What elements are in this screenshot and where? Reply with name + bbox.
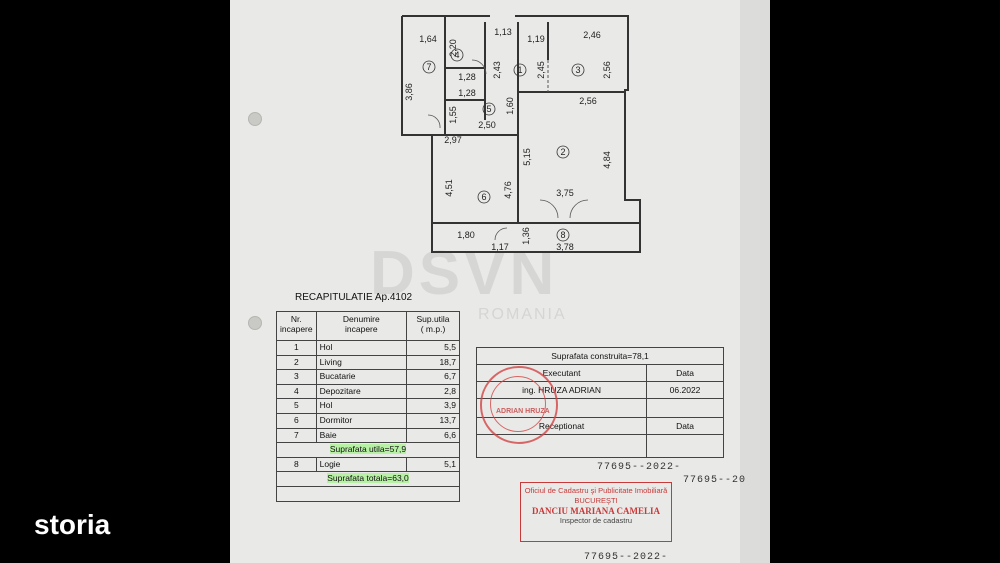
dimension-label: 4,84 xyxy=(602,151,612,169)
dimension-label: 2,43 xyxy=(492,61,502,79)
dimension-label: 1,55 xyxy=(448,106,458,124)
room-label: 1 xyxy=(517,65,522,75)
header-nr: Nr. incapere xyxy=(276,311,317,341)
dimension-label: 1,64 xyxy=(419,34,437,44)
room-label: 6 xyxy=(481,192,486,202)
row-nr: 8 xyxy=(276,456,317,473)
row-area: 3,9 xyxy=(406,398,460,414)
row-area: 5,5 xyxy=(406,340,460,356)
dimension-label: 1,19 xyxy=(527,34,545,44)
room-label: 8 xyxy=(560,230,565,240)
row-nr: 4 xyxy=(276,383,317,400)
row-nr: 2 xyxy=(276,354,317,371)
dimension-label: 4,51 xyxy=(444,179,454,197)
header-area: Sup.utila ( m.p.) xyxy=(406,311,460,341)
executant-date: 06.2022 xyxy=(646,381,724,399)
row-name: Hol xyxy=(315,398,408,414)
dimension-label: 3,78 xyxy=(556,242,574,252)
round-stamp: ADRIAN HRUZA xyxy=(480,366,558,444)
total-row: Suprafata totala=63,0 xyxy=(276,471,460,487)
row-nr: 5 xyxy=(276,398,317,414)
row-name: Hol xyxy=(315,340,408,356)
dimension-label: 1,13 xyxy=(494,27,512,37)
dimension-label: 2,46 xyxy=(583,30,601,40)
date-label: Data xyxy=(646,364,724,382)
recap-title: RECAPITULATIE Ap.4102 xyxy=(295,292,413,303)
recap-table: Nr. incapere Denumire incapere Sup.utila… xyxy=(276,311,460,502)
total-area: Suprafata totala=63,0 xyxy=(327,473,409,484)
recap-header-row: Nr. incapere Denumire incapere Sup.utila… xyxy=(276,311,460,341)
inspector-title: Inspector de cadastru xyxy=(559,516,633,525)
row-area: 13,7 xyxy=(406,412,460,429)
dimension-label: 1,80 xyxy=(457,230,475,240)
dimension-label: 5,15 xyxy=(522,148,532,166)
room-label: 4 xyxy=(454,50,459,60)
dimension-label: 3,75 xyxy=(556,188,574,198)
office-line2: BUCUREŞTI xyxy=(574,496,618,505)
row-area: 2,8 xyxy=(406,383,460,400)
row-name: Bucatarie xyxy=(315,369,408,385)
useful-total: Suprafata utila=57,9 xyxy=(329,444,407,455)
date-label-2: Data xyxy=(646,417,724,435)
room-label: 3 xyxy=(575,65,580,75)
row-nr: 3 xyxy=(276,369,317,385)
dimension-label: 1,28 xyxy=(458,72,476,82)
punch-hole xyxy=(248,316,262,330)
dimension-label: 2,56 xyxy=(579,96,597,106)
row-name: Living xyxy=(315,354,408,371)
inspector-name: DANCIU MARIANA CAMELIA xyxy=(532,506,660,516)
watermark: DSVN xyxy=(370,239,559,308)
row-nr: 7 xyxy=(276,427,317,444)
dimension-label: 1,60 xyxy=(505,97,515,115)
built-area: Suprafata construita=78,1 xyxy=(476,347,724,365)
dimension-label: 2,20 xyxy=(448,39,458,57)
room-label: 7 xyxy=(426,62,431,72)
dimension-label: 1,17 xyxy=(491,242,509,252)
dimension-label: 2,56 xyxy=(602,61,612,79)
row-area: 5,1 xyxy=(406,456,460,473)
header-name: Denumire incapere xyxy=(315,311,408,341)
room-label: 5 xyxy=(486,104,491,114)
registration-number: 77695--20 xyxy=(683,475,747,486)
row-area: 6,6 xyxy=(406,427,460,444)
dimension-label: 4,76 xyxy=(503,181,513,199)
storia-logo: storia xyxy=(34,509,111,540)
empty-row xyxy=(276,485,460,502)
row-area: 6,7 xyxy=(406,369,460,385)
row-name: Logie xyxy=(315,456,408,473)
row-area: 18,7 xyxy=(406,354,460,371)
dimension-label: 3,86 xyxy=(404,83,414,101)
row-name: Depozitare xyxy=(315,383,408,400)
room-label: 2 xyxy=(560,147,565,157)
registration-number: 77695--2022- xyxy=(584,552,669,563)
office-line1: Oficiul de Cadastru şi Publicitate Imobi… xyxy=(524,486,668,495)
document-page-edge xyxy=(740,0,770,563)
watermark-sub: ROMANIA xyxy=(478,306,567,323)
row-nr: 6 xyxy=(276,412,317,429)
dimension-label: 1,36 xyxy=(521,227,531,245)
punch-hole xyxy=(248,112,262,126)
row-nr: 1 xyxy=(276,340,317,356)
dimension-label: 2,50 xyxy=(478,120,496,130)
registration-number: 77695--2022- xyxy=(597,462,682,473)
row-name: Dormitor xyxy=(315,412,408,429)
dimension-label: 2,97 xyxy=(444,135,462,145)
row-name: Baie xyxy=(315,427,408,444)
dimension-label: 1,28 xyxy=(458,88,476,98)
cadastre-stamp: Oficiul de Cadastru şi Publicitate Imobi… xyxy=(520,482,672,542)
useful-total-row: Suprafata utila=57,9 xyxy=(276,442,460,458)
round-stamp-name: ADRIAN HRUZA xyxy=(496,408,550,415)
dimension-label: 2,45 xyxy=(536,61,546,79)
